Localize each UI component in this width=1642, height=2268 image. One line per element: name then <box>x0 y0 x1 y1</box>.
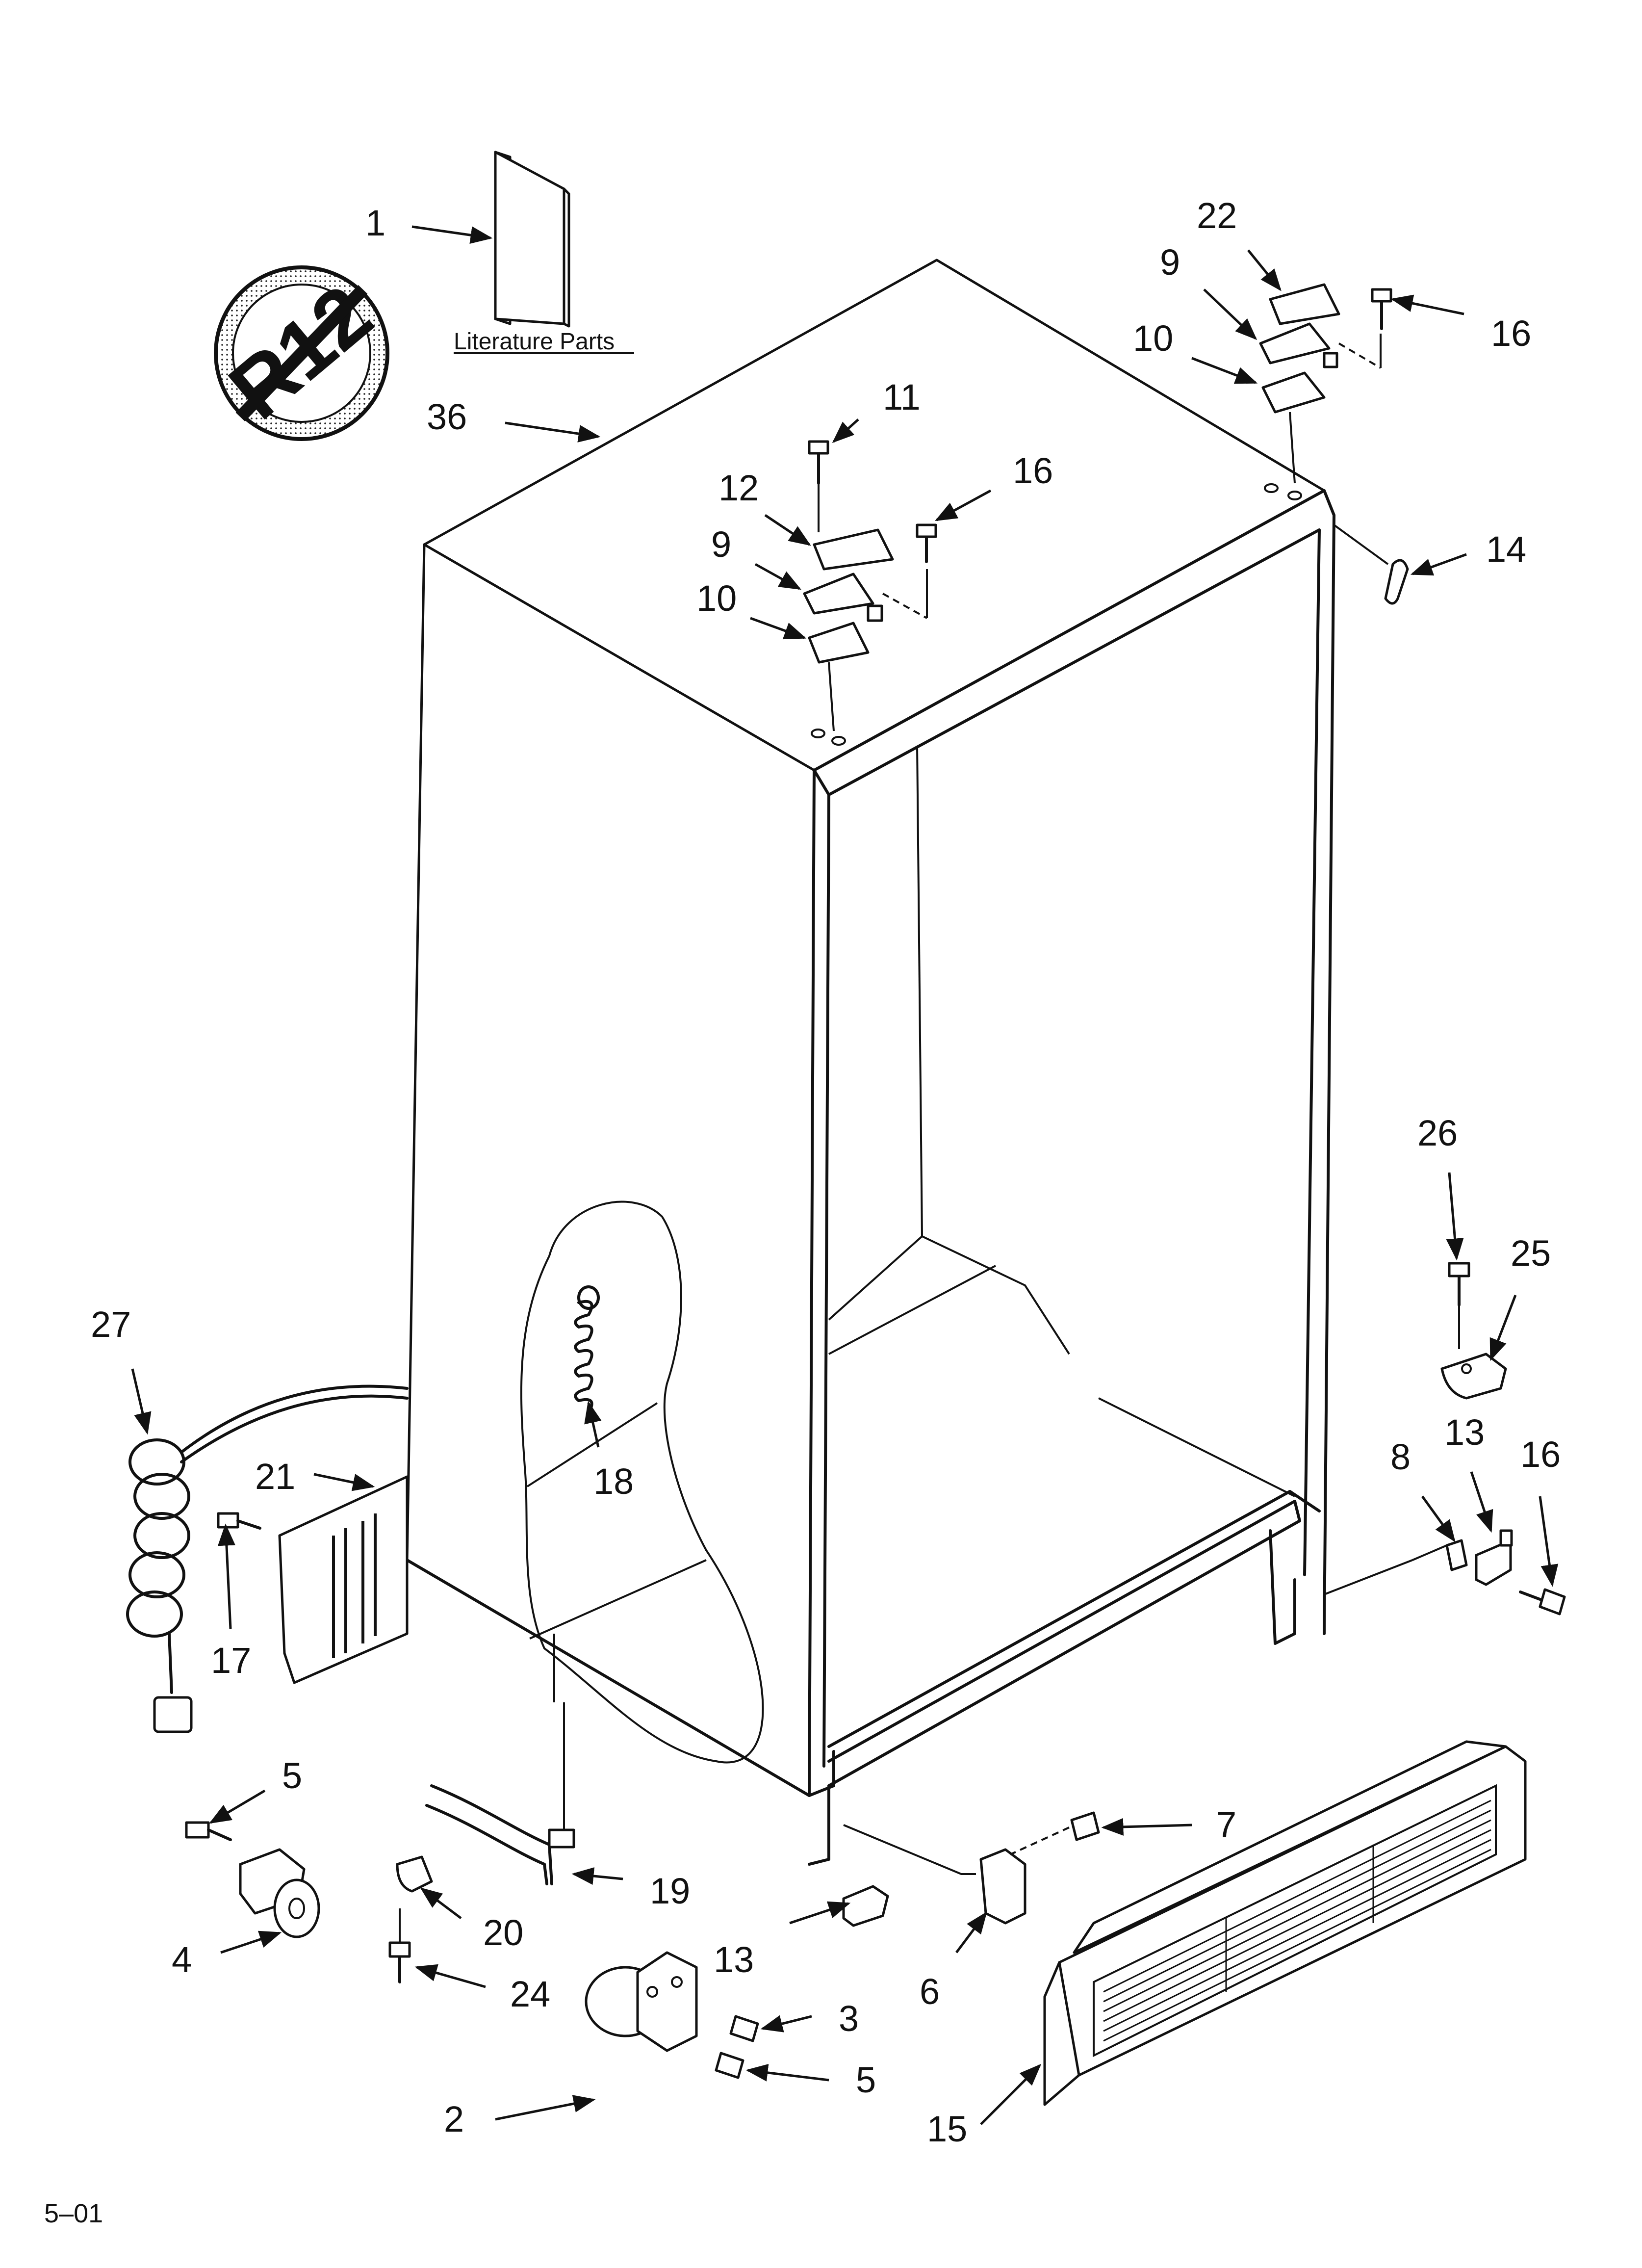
literature-book-icon <box>494 151 570 328</box>
grille-bracket-6 <box>843 1811 1100 1925</box>
upper-hinge-assembly-right <box>1259 283 1392 484</box>
callout-27: 27 <box>91 1304 131 1345</box>
callout-10-upper-left: 10 <box>696 578 737 619</box>
callout-19: 19 <box>650 1871 690 1911</box>
toe-grille <box>1043 1740 1527 2106</box>
no-r12-badge-icon: R12 <box>212 265 389 441</box>
callout-17: 17 <box>211 1640 251 1681</box>
power-cord <box>126 1384 409 1733</box>
spring-icon <box>574 1285 600 1414</box>
callout-15: 15 <box>927 2109 967 2149</box>
callout-3: 3 <box>839 1998 859 2039</box>
leveling-bracket-13 <box>842 1885 889 1927</box>
callout-16-upper-left: 16 <box>1013 450 1053 491</box>
callout-14: 14 <box>1486 529 1526 570</box>
callout-25: 25 <box>1511 1233 1551 1274</box>
callout-1: 1 <box>365 203 385 243</box>
callout-13-center: 13 <box>714 1939 754 1980</box>
literature-parts-label: Literature Parts <box>454 329 615 355</box>
lower-hinge-right <box>1440 1262 1507 1400</box>
water-tube <box>388 1702 575 1983</box>
cam-roller-bracket <box>585 1951 759 2079</box>
screw-icon <box>1519 1588 1566 1616</box>
upper-hinge-assembly-left <box>803 440 937 731</box>
callout-labels: 1 36 22 9 10 16 11 12 16 9 10 14 26 25 1… <box>91 195 1561 2149</box>
clip-icon <box>1384 559 1409 605</box>
refrigerator-cabinet <box>406 259 1413 1866</box>
screw-icon <box>715 2052 744 2079</box>
callout-8: 8 <box>1390 1436 1411 1477</box>
callout-21: 21 <box>255 1456 295 1497</box>
screw-icon <box>729 2015 759 2042</box>
door-stop-bracket-right <box>1412 1529 1566 1616</box>
callout-16-right: 16 <box>1520 1434 1561 1475</box>
callout-16-upper-right: 16 <box>1491 313 1531 354</box>
callout-4: 4 <box>172 1939 192 1980</box>
callout-5-left: 5 <box>282 1755 302 1796</box>
callout-22: 22 <box>1197 195 1237 236</box>
callout-36: 36 <box>427 396 467 437</box>
callout-5-right: 5 <box>856 2059 876 2100</box>
callout-26: 26 <box>1417 1113 1458 1153</box>
page-code: 5–01 <box>44 2199 103 2228</box>
leader-arrows <box>131 225 1559 2125</box>
callout-10-upper-right: 10 <box>1133 318 1173 359</box>
callout-12: 12 <box>718 468 759 508</box>
callout-9-upper-right: 9 <box>1160 242 1180 283</box>
callout-2: 2 <box>444 2099 464 2139</box>
callout-18: 18 <box>593 1461 634 1502</box>
electrical-cover-plate <box>217 1475 409 1684</box>
callout-24: 24 <box>510 1974 550 2014</box>
callout-9-upper-left: 9 <box>711 524 731 565</box>
callout-7: 7 <box>1216 1804 1236 1845</box>
callout-11: 11 <box>883 377 921 417</box>
screw-icon <box>1010 1811 1100 1855</box>
callout-20: 20 <box>483 1912 523 1953</box>
callout-13-right: 13 <box>1444 1412 1485 1453</box>
screw-icon <box>1338 288 1392 369</box>
screw-icon <box>882 523 937 619</box>
roller-assembly <box>185 1821 320 1938</box>
callout-6: 6 <box>920 1971 940 2012</box>
screw-icon <box>808 440 829 532</box>
